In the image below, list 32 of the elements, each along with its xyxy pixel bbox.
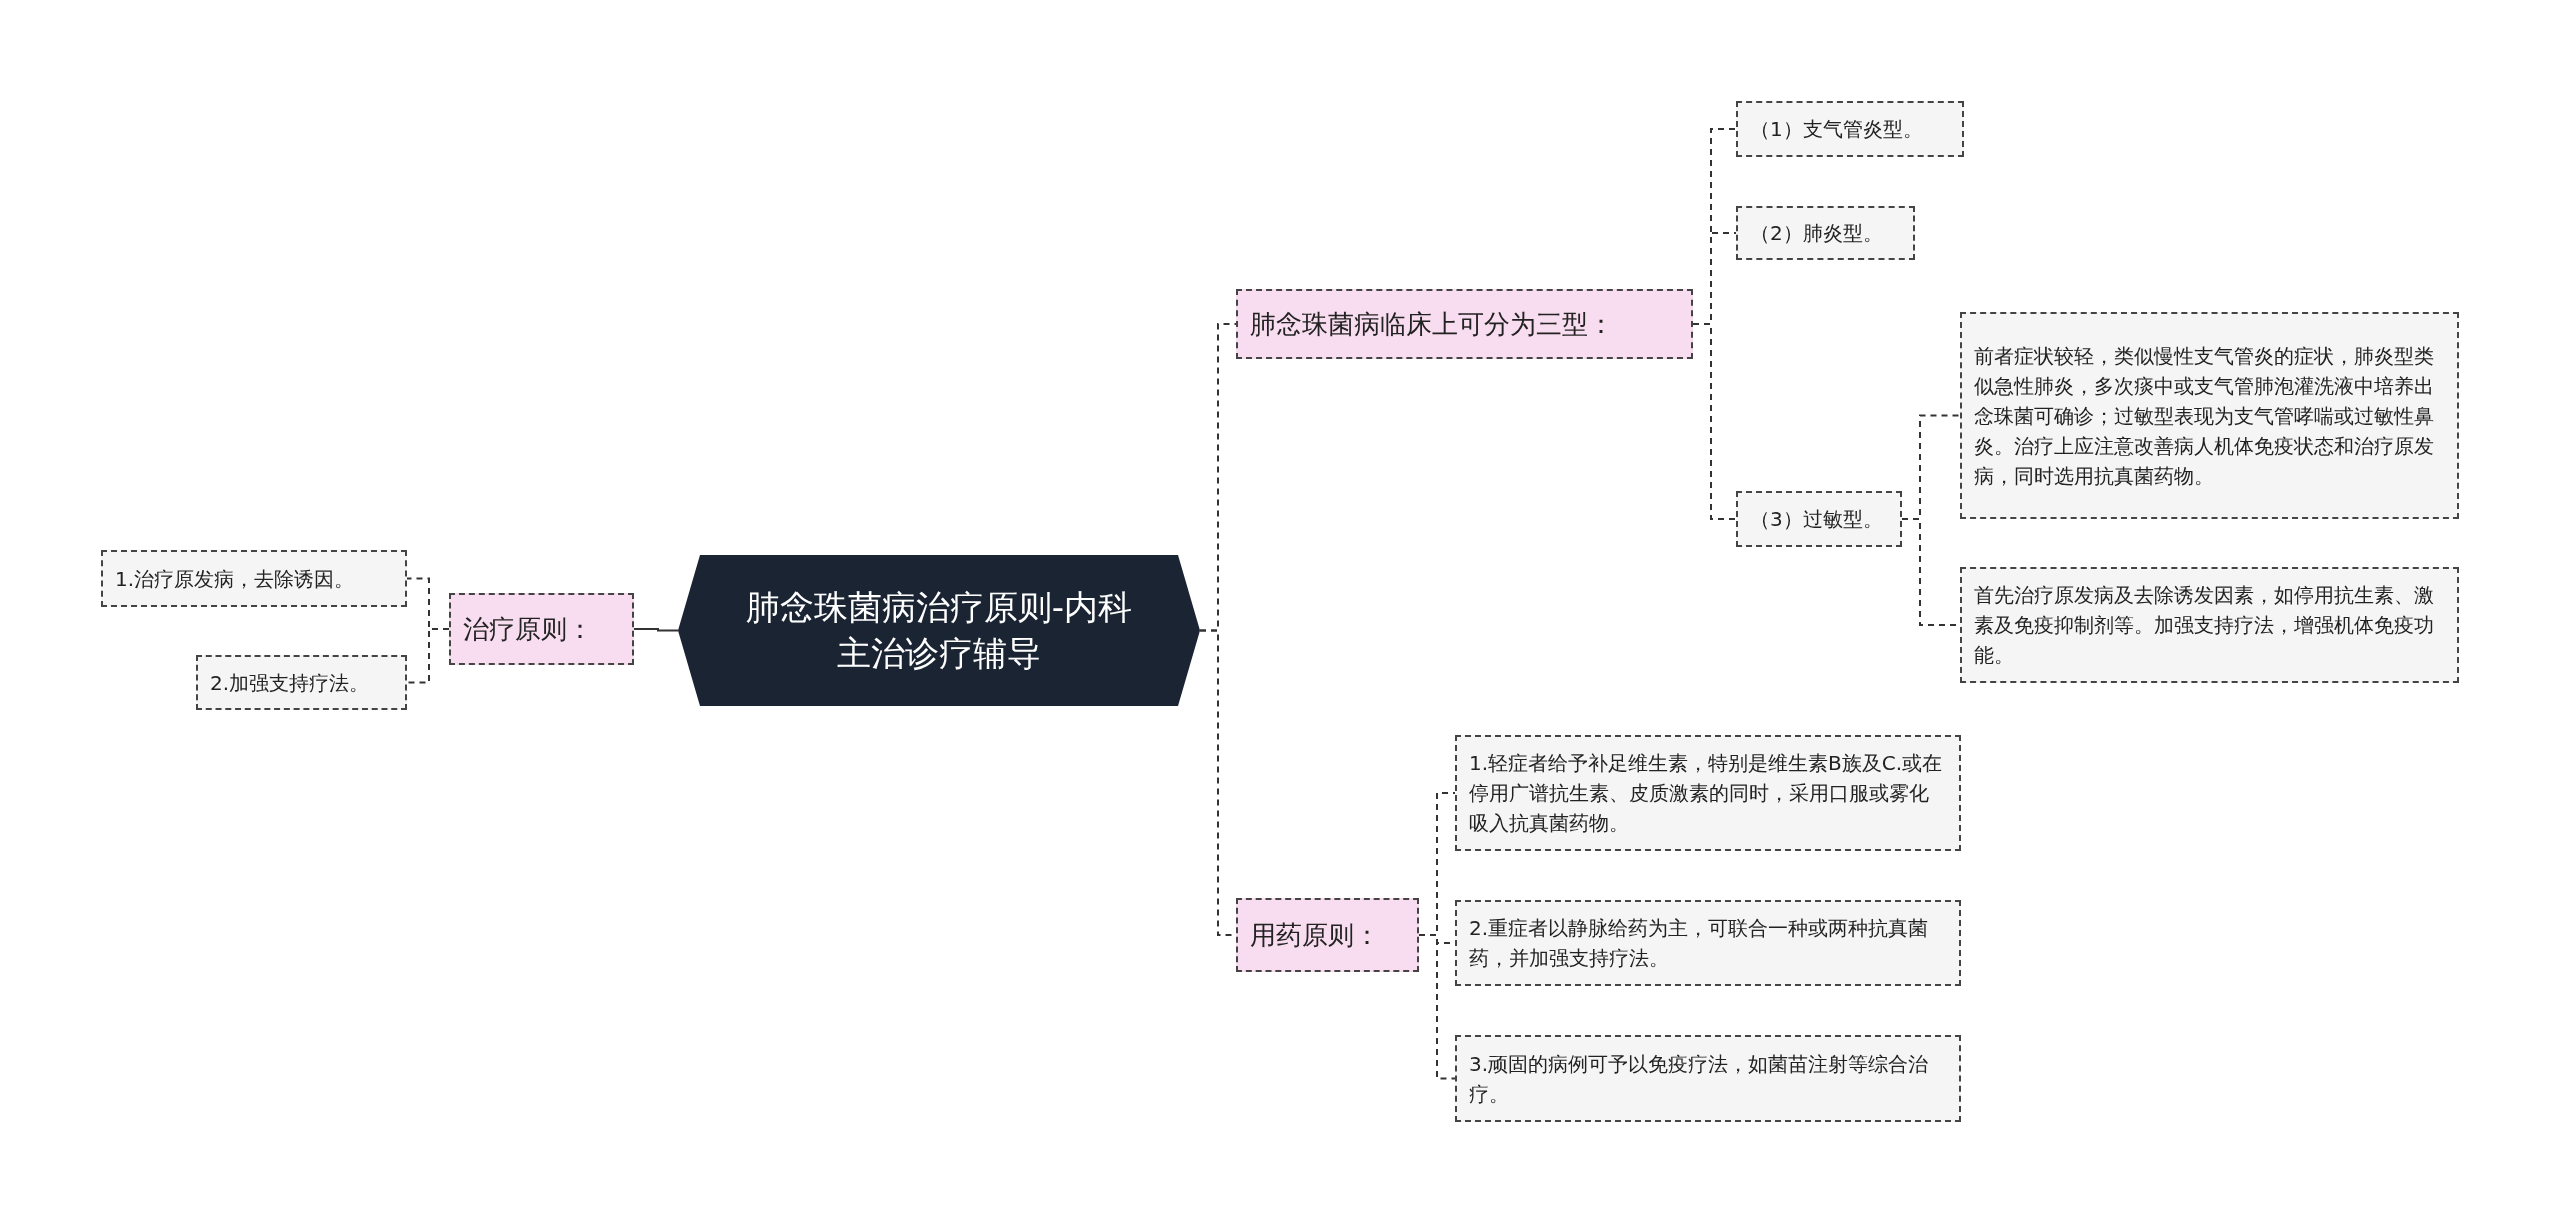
topic-text: （2）肺炎型。 bbox=[1750, 220, 1884, 247]
topic-text: 治疗原则： bbox=[463, 612, 594, 646]
subtopic-box bbox=[1736, 101, 1964, 157]
topic-text: 前者症状较轻，类似慢性支气管炎的症状，肺炎型类似急性肺炎，多次痰中或支气管肺泡灌洗液中培养出念珠菌可确诊；过敏型表现为支气管哮喘或过敏性鼻炎。治疗上应注意改善病人机体免疫状态和治疗原发病，同时选用抗真菌药物。 bbox=[1974, 342, 2435, 490]
connector-line bbox=[1692, 323, 1737, 520]
subtopic-box bbox=[1455, 900, 1961, 986]
topic-text: （1）支气管炎型。 bbox=[1750, 116, 1924, 143]
connector-line bbox=[1418, 934, 1456, 1080]
root-topic-node bbox=[678, 555, 1200, 706]
subtopic-box bbox=[1960, 567, 2459, 683]
topic-text: 肺念珠菌病治疗原则-内科主治诊疗辅导 bbox=[744, 585, 1134, 675]
connector-line bbox=[406, 628, 450, 684]
subtopic-box bbox=[1455, 735, 1961, 851]
topic-text: 用药原则： bbox=[1250, 918, 1381, 952]
branch-topic-box bbox=[1236, 289, 1693, 359]
topic-text: （3）过敏型。 bbox=[1750, 506, 1884, 533]
topic-text: 2.重症者以静脉给药为主，可联合一种或两种抗真菌药，并加强支持疗法。 bbox=[1469, 915, 1930, 972]
branch-topic-box bbox=[449, 593, 634, 665]
subtopic-box bbox=[196, 655, 407, 710]
topic-text: 3.顽固的病例可予以免疫疗法，如菌苗注射等综合治疗。 bbox=[1469, 1050, 1930, 1108]
topic-text: 2.加强支持疗法。 bbox=[210, 669, 371, 697]
subtopic-box bbox=[101, 550, 407, 607]
connector-line bbox=[633, 628, 679, 632]
subtopic-box bbox=[1960, 312, 2459, 519]
topic-text: 1.治疗原发病，去除诱因。 bbox=[115, 565, 356, 593]
topic-text: 肺念珠菌病临床上可分为三型： bbox=[1250, 307, 1615, 341]
subtopic-box bbox=[1736, 491, 1902, 547]
branch-topic-box bbox=[1236, 898, 1419, 972]
subtopic-box bbox=[1736, 206, 1915, 260]
topic-text: 1.轻症者给予补足维生素，特别是维生素B族及C.或在停用广谱抗生素、皮质激素的同时，采用口服或雾化吸入抗真菌药物。 bbox=[1469, 750, 1944, 837]
subtopic-box bbox=[1455, 1035, 1961, 1122]
topic-text: 首先治疗原发病及去除诱发因素，如停用抗生素、激素及免疫抑制剂等。加强支持疗法，增强机体免疫功能。 bbox=[1974, 582, 2435, 669]
